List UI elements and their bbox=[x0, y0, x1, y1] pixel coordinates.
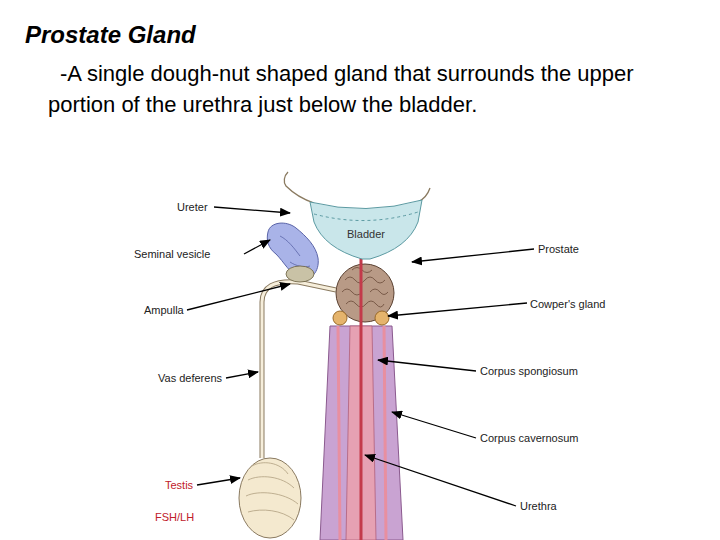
ampulla-shape bbox=[286, 266, 314, 282]
leader-arrow bbox=[378, 360, 476, 371]
leader-arrow bbox=[187, 284, 290, 310]
body-text: -A single dough-nut shaped gland that su… bbox=[48, 58, 688, 120]
part-label: Seminal vesicle bbox=[134, 248, 210, 260]
part-label: Testis bbox=[165, 479, 193, 491]
organ-shape: Bladder bbox=[308, 192, 424, 260]
testis-shape bbox=[239, 458, 301, 538]
bladder-outline bbox=[308, 192, 424, 260]
hormone-label: FSH/LH bbox=[155, 511, 194, 523]
leader-arrow bbox=[244, 240, 270, 254]
part-label: Corpus spongiosum bbox=[480, 365, 578, 377]
leader-arrow bbox=[388, 303, 527, 316]
urethra-tube bbox=[360, 256, 363, 540]
cowpers-gland-shape bbox=[375, 311, 389, 325]
part-label: Vas deferens bbox=[158, 372, 222, 384]
leader-arrow bbox=[214, 207, 290, 213]
slide-title: Prostate Gland bbox=[25, 21, 196, 49]
organ-label: Bladder bbox=[308, 228, 424, 240]
ureter-tube bbox=[284, 172, 314, 203]
part-label: Prostate bbox=[538, 243, 579, 255]
ureter-tube bbox=[418, 188, 430, 202]
part-label: Urethra bbox=[520, 500, 557, 512]
leader-arrow bbox=[365, 455, 516, 506]
testis-detail bbox=[246, 463, 298, 520]
leader-arrow bbox=[197, 478, 240, 485]
leader-arrow bbox=[412, 249, 534, 262]
part-label: Ampulla bbox=[144, 304, 184, 316]
seminal-vesicle-detail bbox=[280, 236, 310, 267]
cowpers-gland-shape bbox=[333, 311, 347, 325]
part-label: Ureter bbox=[177, 201, 208, 213]
urethra-tube bbox=[360, 264, 363, 322]
part-label: Corpus cavernosum bbox=[480, 432, 578, 444]
bladder-fill-line bbox=[314, 212, 418, 221]
prostate-texture bbox=[342, 268, 388, 308]
leader-arrow bbox=[226, 372, 258, 378]
leader-arrow bbox=[392, 412, 476, 438]
part-label: Cowper's gland bbox=[530, 298, 605, 310]
